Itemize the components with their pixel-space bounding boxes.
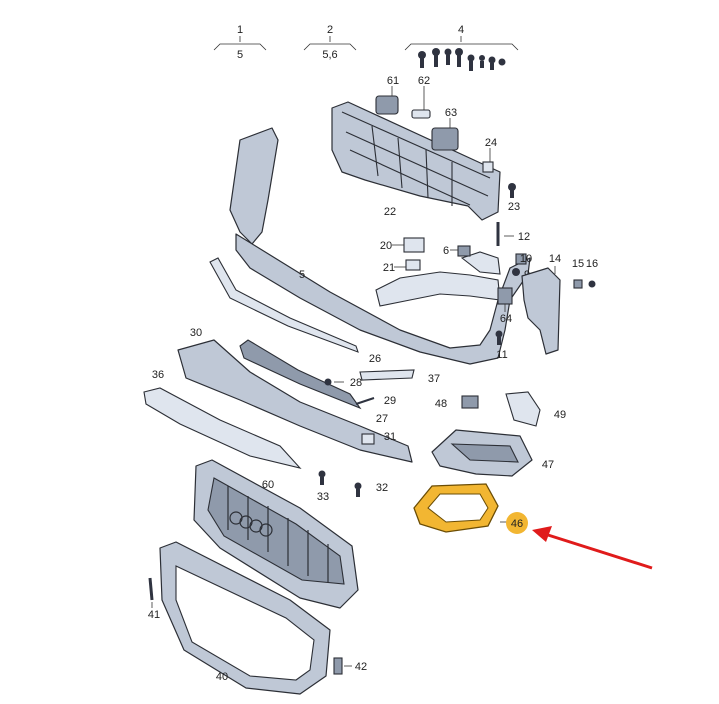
part-46-fog-frame-highlighted xyxy=(413,483,499,533)
part-28-screw xyxy=(324,378,332,386)
part-21-bracket xyxy=(405,259,421,271)
label-47: 47 xyxy=(542,459,554,471)
label-21: 21 xyxy=(383,262,395,274)
label-28: 28 xyxy=(350,377,362,389)
label-63: 63 xyxy=(445,107,457,119)
bracket-4: 4 xyxy=(404,24,519,71)
part-33-screw xyxy=(318,470,326,485)
label-29: 29 xyxy=(384,395,396,407)
part-24-clip xyxy=(482,161,494,173)
label-36: 36 xyxy=(152,369,164,381)
part-62-bracket xyxy=(411,86,431,119)
label-61: 61 xyxy=(387,75,399,87)
part-23-screw xyxy=(508,183,516,198)
part-47-side-grille xyxy=(431,429,533,477)
label-37: 37 xyxy=(428,373,440,385)
label-27: 27 xyxy=(376,413,388,425)
label-24: 24 xyxy=(485,137,497,149)
part-10-nut xyxy=(515,253,527,265)
label-5-6: 5,6 xyxy=(322,49,337,61)
label-41: 41 xyxy=(148,609,160,621)
label-60: 60 xyxy=(262,479,274,491)
part-41-clip xyxy=(148,577,154,601)
label-46-badge xyxy=(506,512,528,534)
label-23: 23 xyxy=(508,201,520,213)
part-49-cover xyxy=(505,391,541,427)
label-12: 12 xyxy=(518,231,530,243)
label-5-cover: 5 xyxy=(299,269,305,281)
part-15-clip xyxy=(573,279,583,289)
part-64-clip xyxy=(497,287,513,305)
part-22-grille-carrier xyxy=(331,101,501,221)
label-31: 31 xyxy=(384,431,396,443)
label-11: 11 xyxy=(496,349,507,361)
label-48: 48 xyxy=(435,398,447,410)
label-30: 30 xyxy=(190,327,202,339)
part-27-honeycomb xyxy=(239,339,362,410)
part-11-screw xyxy=(495,330,503,345)
label-22: 22 xyxy=(384,206,396,218)
part-31-bracket xyxy=(361,433,375,445)
label-20: 20 xyxy=(380,240,392,252)
label-33: 33 xyxy=(317,491,329,503)
part-61-sensor xyxy=(375,86,399,115)
part-48-clip xyxy=(461,395,479,409)
label-10: 10 xyxy=(520,253,532,265)
part-9-screw xyxy=(512,268,520,276)
label-40: 40 xyxy=(216,671,228,683)
part-60-radiator-grille xyxy=(193,459,359,609)
highlight-arrow xyxy=(532,526,653,570)
part-20-bracket xyxy=(403,237,425,253)
bracket-1: 1 5 xyxy=(213,24,267,61)
part-16-screw xyxy=(588,280,596,288)
part-42-clip xyxy=(333,657,343,675)
label-5: 5 xyxy=(237,49,243,61)
part-6-clip xyxy=(457,245,471,257)
part-29-clip xyxy=(355,397,375,405)
label-16: 16 xyxy=(586,258,598,270)
part-26-trim xyxy=(209,257,359,353)
label-6: 6 xyxy=(443,245,449,257)
label-15: 15 xyxy=(572,258,584,270)
part-5-bumper-cover xyxy=(229,127,531,365)
part-37-strip xyxy=(359,369,415,381)
screws-4 xyxy=(418,48,506,71)
part-36-lip xyxy=(143,387,302,469)
part-63-module xyxy=(431,118,459,151)
label-42: 42 xyxy=(355,661,367,673)
label-62: 62 xyxy=(418,75,430,87)
label-64: 64 xyxy=(500,313,512,325)
label-4: 4 xyxy=(458,24,464,36)
label-26: 26 xyxy=(369,353,381,365)
part-30-lower-grille xyxy=(177,339,413,463)
label-46: 46 xyxy=(511,518,523,530)
part-14-side-bracket xyxy=(521,267,561,355)
label-2: 2 xyxy=(327,24,333,36)
part-40-grille-surround xyxy=(159,541,331,695)
label-1: 1 xyxy=(237,24,243,36)
label-49: 49 xyxy=(554,409,566,421)
label-14: 14 xyxy=(549,253,561,265)
part-32-screw xyxy=(354,482,362,497)
label-32: 32 xyxy=(376,482,388,494)
bracket-2: 2 5,6 xyxy=(303,24,357,61)
